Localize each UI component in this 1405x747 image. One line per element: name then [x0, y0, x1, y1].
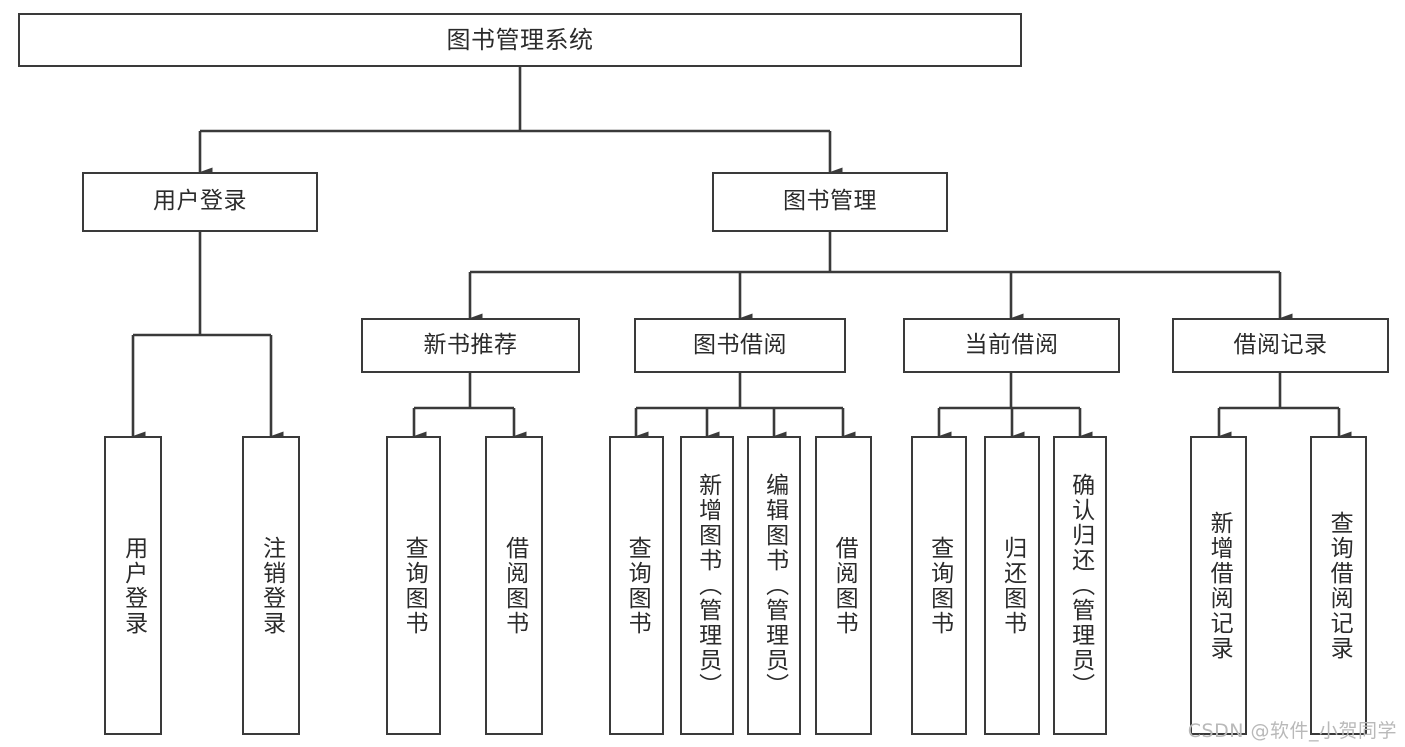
- node-root-system[interactable]: 图书管理系统: [18, 13, 1022, 67]
- leaf-query-book-newbook[interactable]: 查询图书: [386, 436, 441, 735]
- leaf-query-borrow-record[interactable]: 查询借阅记录: [1310, 436, 1367, 735]
- node-borrow-record[interactable]: 借阅记录: [1172, 318, 1389, 373]
- leaf-confirm-return-admin[interactable]: 确认归还（管理员）: [1053, 436, 1107, 735]
- leaf-user-login[interactable]: 用户登录: [104, 436, 162, 735]
- leaf-add-borrow-record[interactable]: 新增借阅记录: [1190, 436, 1247, 735]
- leaf-logout[interactable]: 注销登录: [242, 436, 300, 735]
- node-new-book-recommend[interactable]: 新书推荐: [361, 318, 580, 373]
- node-current-borrow[interactable]: 当前借阅: [903, 318, 1120, 373]
- leaf-query-book-current[interactable]: 查询图书: [911, 436, 967, 735]
- leaf-return-book[interactable]: 归还图书: [984, 436, 1040, 735]
- csdn-watermark: CSDN @软件_小贺同学: [1187, 720, 1397, 742]
- leaf-borrow-book[interactable]: 借阅图书: [815, 436, 872, 735]
- leaf-add-book-admin[interactable]: 新增图书（管理员）: [680, 436, 734, 735]
- node-book-borrow[interactable]: 图书借阅: [634, 318, 846, 373]
- leaf-borrow-book-newbook[interactable]: 借阅图书: [485, 436, 543, 735]
- node-book-management[interactable]: 图书管理: [712, 172, 948, 232]
- leaf-query-book-borrow[interactable]: 查询图书: [609, 436, 664, 735]
- node-user-login[interactable]: 用户登录: [82, 172, 318, 232]
- leaf-edit-book-admin[interactable]: 编辑图书（管理员）: [747, 436, 801, 735]
